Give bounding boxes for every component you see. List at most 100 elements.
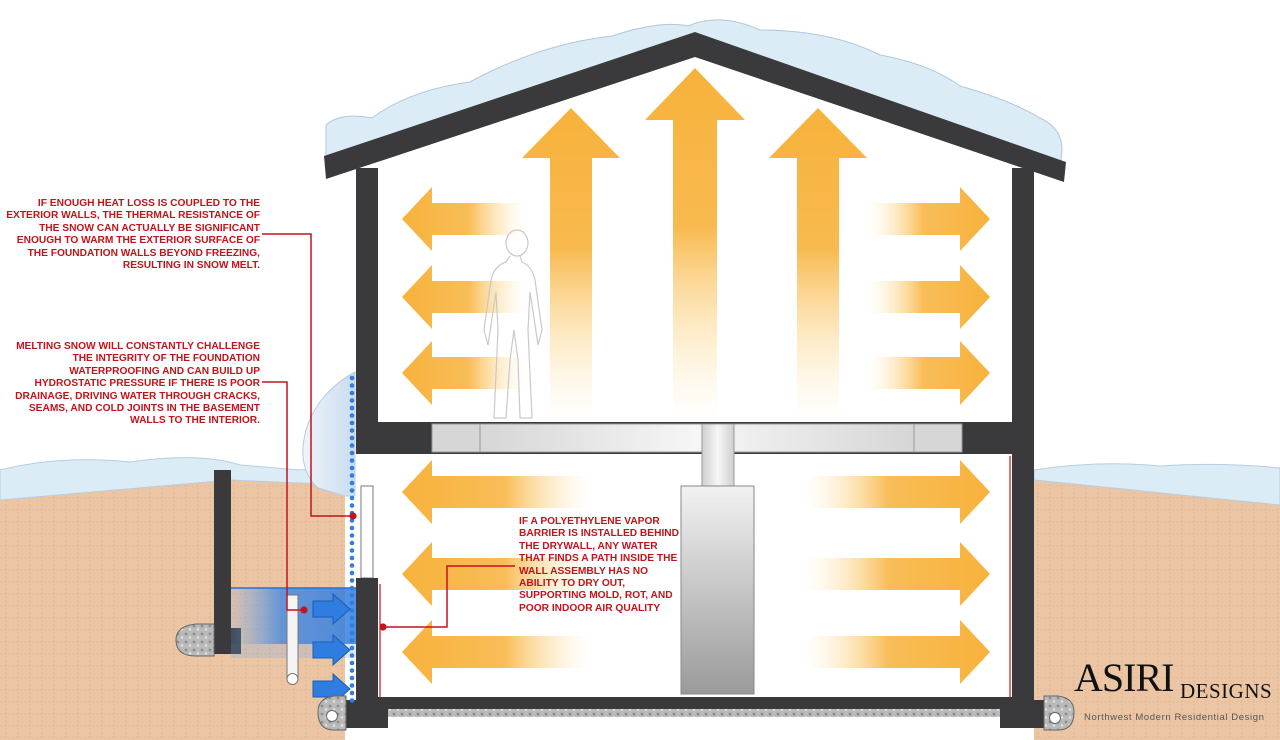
snow-ground-left	[0, 457, 346, 501]
heat-arrows-up	[522, 68, 867, 420]
callout-line: POOR INDOOR AIR QUALITY	[519, 602, 661, 614]
duct-end-left	[431, 423, 481, 453]
callout-line: ABILITY TO DRY OUT,	[519, 578, 626, 590]
footing-drain-pipe-right	[1049, 712, 1061, 724]
heat-arrow-left	[402, 265, 525, 329]
water-droplet	[349, 608, 355, 613]
water-droplet	[349, 495, 355, 501]
duct-riser	[701, 423, 735, 487]
heat-arrow-left	[402, 542, 590, 606]
water-droplet	[349, 435, 355, 441]
water-droplet	[349, 488, 355, 493]
water-droplet	[349, 533, 355, 538]
callout-line: WATERPROOFING AND CAN BUILD UP	[69, 365, 260, 377]
water-droplet	[349, 383, 355, 388]
heat-arrow-left	[402, 341, 525, 405]
water-arrow	[312, 592, 351, 626]
snow-ground-right	[1033, 463, 1280, 506]
water-droplet	[349, 413, 355, 418]
callout-line: THE INTEGRITY OF THE FOUNDATION	[72, 353, 260, 365]
water-droplet	[349, 405, 355, 411]
water-droplet	[349, 480, 355, 486]
heat-arrow-up	[522, 108, 620, 420]
footing-drain-right	[1043, 695, 1075, 731]
heat-arrow-left	[402, 620, 590, 684]
water-droplet	[349, 548, 355, 553]
callout-line: DRAINAGE, DRIVING WATER THROUGH CRACKS,	[15, 390, 260, 402]
water-droplet	[349, 675, 355, 681]
water-droplet	[349, 690, 355, 696]
under-slab-gravel	[386, 709, 1000, 717]
brand-name-main: ASIRI	[1074, 655, 1174, 700]
leader-dot	[300, 606, 308, 614]
basement-window	[360, 485, 374, 579]
callout-line: EXTERIOR WALLS, THE THERMAL RESISTANCE O…	[6, 210, 260, 222]
water-droplet	[349, 653, 355, 658]
heat-arrow-up	[645, 68, 745, 420]
roof	[324, 32, 1066, 182]
water-droplet	[349, 660, 355, 666]
water-droplet	[349, 398, 355, 403]
callout-line: IF A POLYETHYLENE VAPOR	[519, 516, 660, 527]
heat-arrows-right	[805, 187, 990, 684]
water-droplet	[349, 458, 355, 463]
roof-snow	[325, 19, 1063, 173]
water-droplet	[349, 390, 355, 396]
water-droplet	[349, 578, 355, 583]
leader-vapor-barrier	[384, 565, 515, 628]
callout-line: THE SNOW CAN ACTUALLY BE SIGNIFICANT	[39, 222, 260, 234]
water-droplet	[349, 450, 355, 456]
foundation-wall-right	[1012, 454, 1034, 709]
water-droplet	[349, 638, 355, 643]
water-droplets	[349, 375, 355, 703]
upper-wall-left	[356, 168, 378, 432]
water-droplet	[349, 630, 355, 636]
callout-line: WALLS TO THE INTERIOR.	[130, 415, 260, 427]
leader-dot	[379, 623, 387, 631]
foundation-wall-left	[356, 578, 378, 700]
water-droplet	[349, 443, 355, 448]
drain-pipe	[286, 594, 299, 681]
heat-arrow-left	[402, 187, 525, 251]
water-droplet	[349, 593, 355, 598]
heat-arrow-right	[805, 542, 990, 606]
callout-line: SUPPORTING MOLD, ROT, AND	[519, 590, 673, 602]
heat-arrow-up	[769, 108, 867, 420]
upper-wall-right	[1012, 168, 1034, 432]
callout-line: THE DRYWALL, ANY WATER	[519, 540, 658, 552]
heat-arrow-right	[868, 341, 990, 405]
drain-pipe-end	[286, 673, 299, 685]
water-droplet	[349, 585, 355, 591]
water-droplet	[349, 623, 355, 628]
water-droplet	[349, 525, 355, 531]
water-droplet	[349, 615, 355, 621]
water-droplet	[349, 668, 355, 673]
footing-right	[1000, 700, 1044, 728]
brand-name-sub: DESIGNS	[1180, 679, 1273, 703]
water-pressure-arrows	[312, 592, 351, 706]
duct-trunk	[431, 423, 963, 453]
callout-line: THE FOUNDATION WALLS BEYOND FREEZING,	[27, 247, 260, 259]
callout-leaders	[262, 233, 515, 628]
heat-arrow-right	[868, 187, 990, 251]
water-droplet	[349, 503, 355, 508]
callout-line: MELTING SNOW WILL CONSTANTLY CHALLENGE	[16, 341, 260, 352]
water-droplet	[349, 465, 355, 471]
callout-line: WALL ASSEMBLY HAS NO	[519, 565, 649, 577]
soil-left	[0, 480, 345, 740]
footing-drain-pipe-left	[326, 710, 338, 722]
water-droplet	[349, 645, 355, 651]
callout-line: IF ENOUGH HEAT LOSS IS COUPLED TO THE	[37, 198, 260, 209]
furnace	[680, 485, 755, 695]
water-droplet	[349, 555, 355, 561]
person-silhouette	[483, 229, 543, 419]
retaining-wall	[214, 470, 231, 650]
water-droplet	[349, 428, 355, 433]
water-droplet	[349, 570, 355, 576]
callout-line: THAT FINDS A PATH INSIDE THE	[519, 553, 678, 565]
heat-arrow-right	[805, 460, 990, 524]
